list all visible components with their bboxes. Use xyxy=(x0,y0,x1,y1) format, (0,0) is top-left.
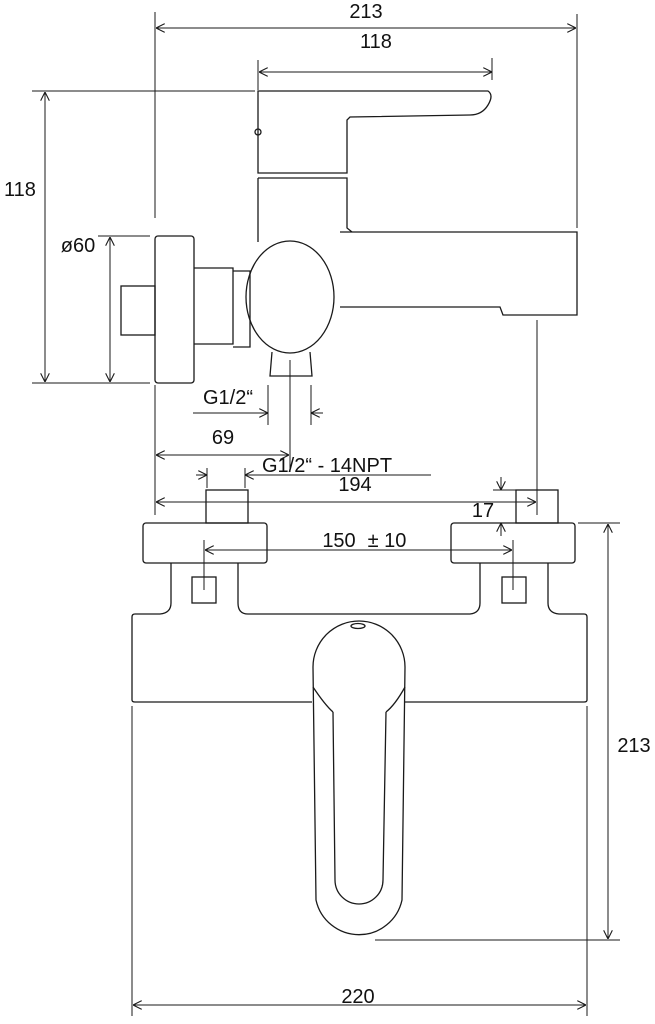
dim-inlet-tolerance: ± 10 xyxy=(368,530,407,552)
side-view: 213 118 118 ø60 G1/2“ 69 194 xyxy=(4,1,578,515)
dim-spout-reach: 194 xyxy=(338,474,371,496)
dim-side-height: 118 xyxy=(4,179,36,201)
dim-outlet-thread: G1/2“ xyxy=(203,387,253,409)
dim-outlet-offset: 69 xyxy=(212,427,234,449)
dim-front-width: 220 xyxy=(341,986,374,1008)
front-dimension-lines xyxy=(131,468,620,1016)
dim-front-height: 213 xyxy=(617,735,650,757)
side-dimension-lines xyxy=(32,12,578,515)
dim-lever-length: 118 xyxy=(360,31,392,53)
dim-overall-length: 213 xyxy=(349,1,382,23)
faucet-front-outline xyxy=(131,489,588,936)
dim-inlet-thread: G1/2“ - 14NPT xyxy=(262,455,392,477)
dim-flange-diameter: ø60 xyxy=(61,235,95,257)
faucet-side-outline xyxy=(120,90,578,384)
dim-inlet-spacing: 150 xyxy=(322,530,355,552)
dim-inlet-stub-height: 17 xyxy=(472,500,494,522)
front-view: G1/2“ - 14NPT 17 150 ± 10 213 220 xyxy=(131,455,651,1016)
